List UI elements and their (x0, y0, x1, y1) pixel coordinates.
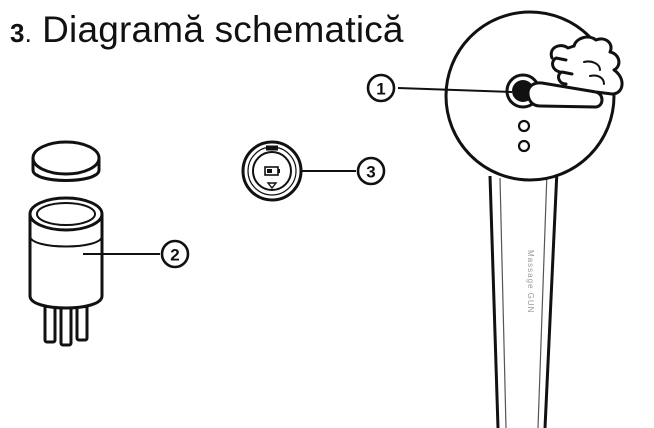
callout-2-label: 2 (170, 246, 179, 265)
attachment-cap (31, 140, 101, 182)
battery-icon (264, 166, 280, 176)
attachment-prongs (43, 298, 89, 347)
gun-handle: Massage GUN (488, 169, 559, 428)
leader-lines (83, 87, 513, 255)
indicator-light-2 (517, 139, 531, 153)
callout-2: 2 (160, 239, 190, 269)
indicator-light-1 (517, 119, 531, 133)
massage-head-attachment (28, 140, 104, 347)
callout-1: 1 (366, 73, 396, 103)
callout-1-label: 1 (376, 80, 385, 99)
down-arrow-icon (266, 182, 278, 190)
page-title: 3.Diagramă schematică (10, 9, 404, 50)
handle-label: Massage GUN (526, 250, 535, 313)
callout-3-label: 3 (366, 163, 375, 182)
battery-indicator-panel (241, 140, 303, 202)
callout-3: 3 (356, 156, 386, 186)
leader-line-1 (397, 87, 513, 93)
pressing-hand-icon (526, 35, 624, 109)
section-title: Diagramă schematică (42, 9, 404, 50)
massage-gun: Massage GUN (444, 10, 624, 428)
attachment-cylinder (28, 196, 104, 310)
section-number: 3 (10, 18, 25, 48)
